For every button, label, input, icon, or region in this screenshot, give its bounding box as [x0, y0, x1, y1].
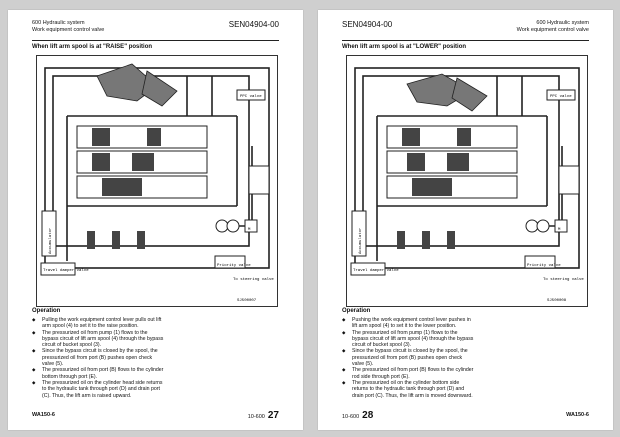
priority-valve-label: Priority valve: [217, 263, 251, 268]
section-title: When lift arm spool is at "RAISE" positi…: [32, 44, 153, 50]
page-header: SEN04904-00 600 Hydraulic system Work eq…: [342, 18, 589, 41]
list-item: Pulling the work equipment control lever…: [32, 317, 164, 330]
motor-label: M: [558, 228, 561, 232]
list-item: Since the bypass circuit is closed by th…: [342, 348, 474, 367]
list-item: The pressurized oil on the cylinder bott…: [342, 380, 474, 399]
header-subtitle: Work equipment control valve: [516, 26, 589, 33]
doc-code: SEN04904-00: [228, 20, 279, 29]
page-code: 10-600: [247, 414, 265, 420]
ppc-valve-label: PPC valve: [550, 94, 572, 99]
page-number: 27: [267, 410, 279, 421]
hydraulic-diagram: PPC valve Priority valve To steering val…: [36, 55, 278, 307]
travel-damper-label: Travel damper valve: [353, 268, 399, 273]
motor-label: M: [248, 228, 251, 232]
section-title: When lift arm spool is at "LOWER" positi…: [342, 44, 467, 50]
header-title: 600 Hydraulic system: [32, 20, 85, 26]
list-item: The pressurized oil from port (B) flows …: [342, 367, 474, 380]
travel-damper-label: Travel damper valve: [43, 268, 89, 273]
model-name: WA150-6: [566, 412, 589, 418]
hydraulic-circuit-illustration: PPC valve Priority valve To steering val…: [350, 67, 584, 303]
list-item: Pushing the work equipment control lever…: [342, 317, 474, 330]
steering-label: To steering valve: [233, 277, 274, 282]
left-page: 600 Hydraulic system Work equipment cont…: [8, 10, 303, 430]
operation-list: Pulling the work equipment control lever…: [32, 317, 164, 399]
operation-title: Operation: [32, 308, 61, 314]
page-number: 28: [362, 410, 374, 421]
doc-code: SEN04904-00: [342, 20, 393, 29]
right-page: SEN04904-00 600 Hydraulic system Work eq…: [318, 10, 613, 430]
list-item: The pressurized oil from pump (1) flows …: [32, 330, 164, 349]
figure-id: SJ500008: [547, 299, 567, 303]
header-subtitle: Work equipment control valve: [32, 26, 105, 33]
figure-id: SJ500007: [237, 299, 257, 303]
priority-valve-label: Priority valve: [527, 263, 561, 268]
hydraulic-circuit-illustration: PPC valve Priority valve To steering val…: [40, 63, 274, 303]
steering-label: To steering valve: [543, 277, 584, 282]
page-code: 10-600: [342, 414, 360, 420]
operation-list: Pushing the work equipment control lever…: [342, 317, 474, 399]
model-name: WA150-6: [32, 412, 55, 418]
operation-title: Operation: [342, 308, 371, 314]
header-title: 600 Hydraulic system: [536, 20, 589, 26]
ppc-valve-label: PPC valve: [240, 94, 262, 99]
accumulator-label: Accumulator: [48, 227, 53, 254]
accumulator-label: Accumulator: [358, 227, 363, 254]
page-header: 600 Hydraulic system Work equipment cont…: [32, 18, 279, 41]
hydraulic-diagram: PPC valve Priority valve To steering val…: [346, 55, 588, 307]
list-item: The pressurized oil from pump (1) flows …: [342, 330, 474, 349]
list-item: The pressurized oil on the cylinder head…: [32, 380, 164, 399]
list-item: Since the bypass circuit is closed by th…: [32, 348, 164, 367]
list-item: The pressurized oil from port (B) flows …: [32, 367, 164, 380]
